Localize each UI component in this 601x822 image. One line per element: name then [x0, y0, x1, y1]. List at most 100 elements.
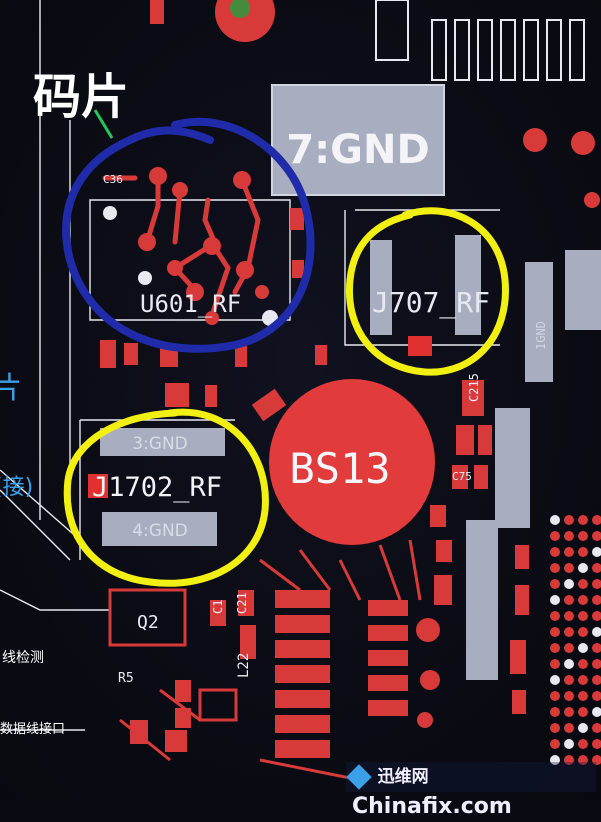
bga-ball: [564, 739, 574, 749]
c215-label: C215: [467, 373, 481, 402]
bga-ball: [592, 547, 601, 557]
bga-ball: [550, 675, 560, 685]
bga-ball: [550, 755, 560, 765]
watermark-en: Chinafix.com: [352, 794, 512, 819]
yellow-circle-j1707: [345, 207, 509, 376]
bga-ball: [578, 723, 588, 733]
bottom-connector: [198, 590, 440, 758]
bga-ball: [592, 611, 601, 621]
bga-ball: [578, 675, 588, 685]
pcb-photo: 7:GND U601_RF C36: [0, 0, 601, 800]
bga-ball: [564, 691, 574, 701]
bga-ball: [550, 723, 560, 733]
smd-components: [100, 208, 529, 752]
bga-ball: [564, 675, 574, 685]
bga-ball: [578, 547, 588, 557]
bga-ball: [592, 595, 601, 605]
bga-ball: [550, 739, 560, 749]
bga-ball: [578, 515, 588, 525]
u601-label: U601_RF: [140, 290, 241, 318]
c1-label: C1: [211, 600, 225, 614]
watermark: 迅维网 Chinafix.com: [346, 762, 596, 819]
bga-ball: [592, 707, 601, 717]
bga-ball: [550, 579, 560, 589]
bga-ball: [578, 691, 588, 701]
watermark-logo-icon: [346, 764, 372, 790]
bga-ball: [564, 707, 574, 717]
top-pad-row: [375, 0, 585, 81]
bga-ball: [550, 659, 560, 669]
bga-ball: [592, 643, 601, 653]
top-red-pads: [150, 0, 275, 42]
gnd7-label: 7:GND: [286, 127, 429, 173]
bga-ball: [550, 563, 560, 573]
left-label-jie: (接): [0, 475, 33, 500]
u601-traces: [102, 173, 261, 318]
u601-pads: [138, 167, 269, 325]
bga-ball: [564, 723, 574, 733]
bga-ball: [578, 627, 588, 637]
label-pointer: [93, 109, 114, 139]
chip-label: 码片: [33, 69, 129, 125]
small-red-dots: [523, 128, 600, 208]
bga-ball: [578, 563, 588, 573]
bga-ball: [550, 547, 560, 557]
r5-label: R5: [118, 671, 134, 686]
watermark-cn: 迅维网: [377, 767, 429, 787]
bga-ball: [564, 595, 574, 605]
j1707-red-pad: [408, 336, 432, 356]
j1702-label: J1702_RF: [92, 472, 222, 503]
bga-ball: [550, 515, 560, 525]
left-label-jiance: 线检测: [2, 650, 44, 666]
yellow-circle-j1702: [63, 408, 269, 587]
c21-label: C21: [235, 592, 249, 614]
bga-ball: [578, 595, 588, 605]
bga-ball: [578, 531, 588, 541]
q2-part: Q2 C1 C21: [108, 588, 249, 647]
bga-ball: [592, 531, 601, 541]
bga-ball: [592, 563, 601, 573]
gnd7-pad: 7:GND: [271, 84, 445, 196]
bga-ball: [592, 579, 601, 589]
left-label-pian: 片: [0, 371, 22, 406]
bga-ball: [550, 595, 560, 605]
bga-ball: [550, 531, 560, 541]
bga-ball: [550, 627, 560, 637]
bga-ball: [564, 579, 574, 589]
c75-label: C75: [452, 470, 472, 483]
left-label-jiekou: 数据线接口: [0, 721, 65, 737]
bga-ball: [578, 611, 588, 621]
bga-ball: [550, 611, 560, 621]
bga-ball: [592, 659, 601, 669]
bga-ball: [592, 691, 601, 701]
bga-ball: [564, 515, 574, 525]
bga-ball: [564, 755, 574, 765]
j1702-area: 3:GND 4:GND J1702_RF: [88, 428, 225, 546]
bga-ball: [592, 627, 601, 637]
bottom-traces: [119, 539, 422, 782]
l22-label: L22: [236, 653, 252, 678]
bga-ball: [564, 531, 574, 541]
bga-ball: [564, 659, 574, 669]
c36-label: C36: [103, 173, 123, 186]
bga-ball: [592, 723, 601, 733]
blue-circle: [62, 117, 315, 353]
j1707-label: J707_RF: [372, 286, 490, 320]
bga-ball: [578, 707, 588, 717]
bga-ball: [550, 691, 560, 701]
bga-ball: [578, 739, 588, 749]
gnd3-label: 3:GND: [132, 434, 188, 454]
bga-ball: [564, 547, 574, 557]
bga-ball: [564, 611, 574, 621]
bga-ball: [550, 643, 560, 653]
pad-1gnd-label: 1GND: [534, 321, 548, 350]
bga-ball: [578, 643, 588, 653]
gnd4-label: 4:GND: [132, 521, 188, 541]
bga-ball: [592, 739, 601, 749]
bga-ball: [578, 659, 588, 669]
bga-ball: [592, 675, 601, 685]
bga-ball: [578, 755, 588, 765]
bga-grid: [550, 515, 601, 765]
bga-ball: [592, 755, 601, 765]
bga-ball: [578, 579, 588, 589]
